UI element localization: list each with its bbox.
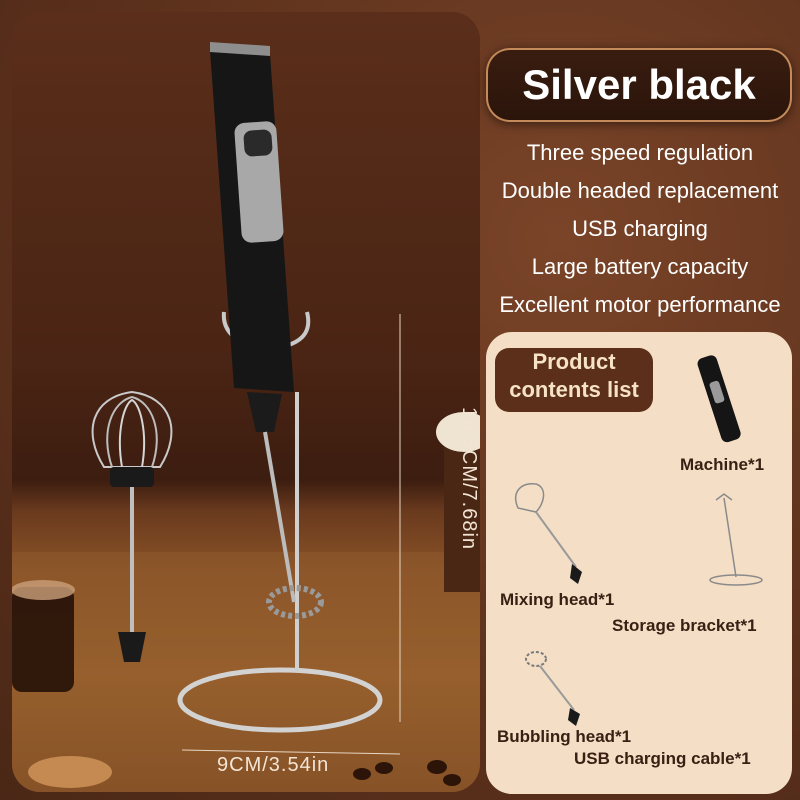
contents-illustrations <box>515 355 763 726</box>
feature-item: Excellent motor performance <box>499 292 781 317</box>
feature-item: USB charging <box>572 216 708 241</box>
height-dimension-label: 19.5CM/7.68in <box>458 406 480 551</box>
coffee-cup-image <box>12 580 75 692</box>
feature-list: Three speed regulation Double headed rep… <box>480 134 800 324</box>
cappuccino-cup-image <box>436 412 480 592</box>
color-title: Silver black <box>522 61 756 108</box>
machine-thumbnail <box>697 355 741 443</box>
contents-item-usb-cable: USB charging cable*1 <box>574 749 751 768</box>
product-photo-panel: 19.5CM/7.68in 9CM/3.54in <box>12 12 480 792</box>
contents-item-machine: Machine*1 <box>680 455 765 474</box>
contents-item-storage-bracket: Storage bracket*1 <box>612 616 757 635</box>
coaster-image <box>28 756 112 788</box>
bubbling-head-thumbnail <box>525 651 580 726</box>
contents-title-line-2: contents list <box>509 377 639 402</box>
width-dimension-line <box>181 749 401 755</box>
storage-bracket-thumbnail <box>709 493 763 586</box>
product-photo <box>12 42 480 792</box>
contents-item-mixing-head: Mixing head*1 <box>500 590 615 609</box>
mixing-head-thumbnail <box>515 483 582 584</box>
milk-frother-image <box>210 42 324 619</box>
feature-item: Double headed replacement <box>501 178 779 203</box>
spare-whisk-head-image <box>91 390 173 662</box>
coffee-beans-image <box>353 760 461 786</box>
width-dimension-label: 9CM/3.54in <box>217 754 330 776</box>
contents-title-line-1: Product <box>532 349 616 374</box>
contents-list-title: Product contents list <box>495 348 653 412</box>
color-title-badge: Silver black <box>486 48 792 122</box>
feature-item: Three speed regulation <box>526 140 754 165</box>
contents-item-bubbling-head: Bubbling head*1 <box>497 727 632 746</box>
feature-item: Large battery capacity <box>531 254 749 279</box>
